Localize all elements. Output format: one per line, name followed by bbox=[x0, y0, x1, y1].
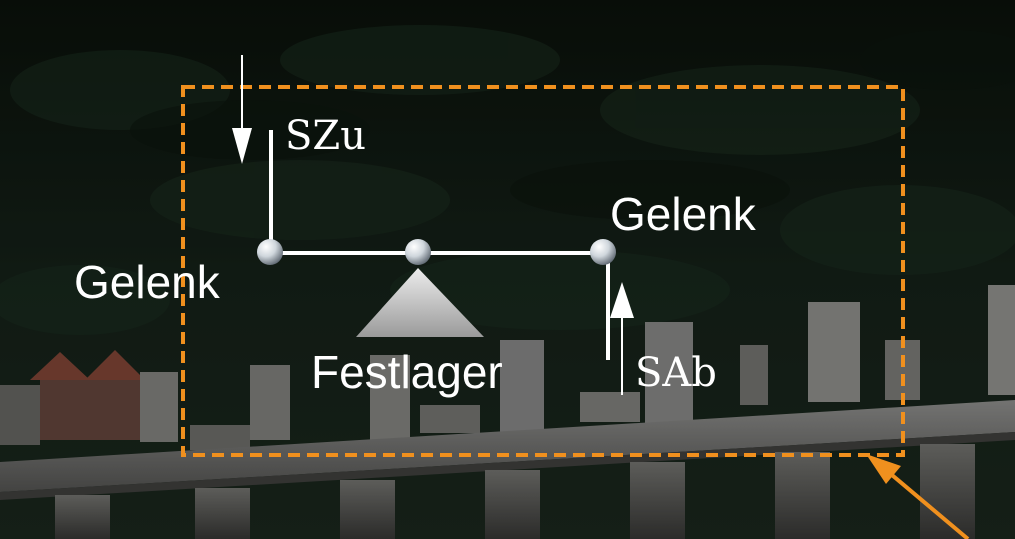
dam-towers bbox=[0, 285, 1015, 450]
force-arrow-down bbox=[232, 55, 252, 164]
sphere-joint-icon-left bbox=[257, 239, 283, 265]
label-force-top: SZu bbox=[285, 113, 366, 159]
highlight-dashed-frame bbox=[181, 85, 905, 457]
pointer-arrow bbox=[866, 454, 970, 539]
force-arrow-up bbox=[610, 282, 634, 395]
label-force-bottom: SAb bbox=[635, 350, 717, 396]
bridge-deck bbox=[0, 400, 1015, 492]
bridge-piers bbox=[55, 444, 975, 539]
sphere-joint-icon-right bbox=[590, 239, 616, 265]
triangle-support-icon bbox=[356, 268, 484, 337]
label-joint-left: Gelenk bbox=[74, 256, 221, 308]
sphere-joint-icon-center bbox=[405, 239, 431, 265]
linkage-bars bbox=[269, 130, 610, 360]
label-joint-right: Gelenk bbox=[610, 188, 757, 240]
label-fixed-support: Festlager bbox=[311, 346, 503, 398]
